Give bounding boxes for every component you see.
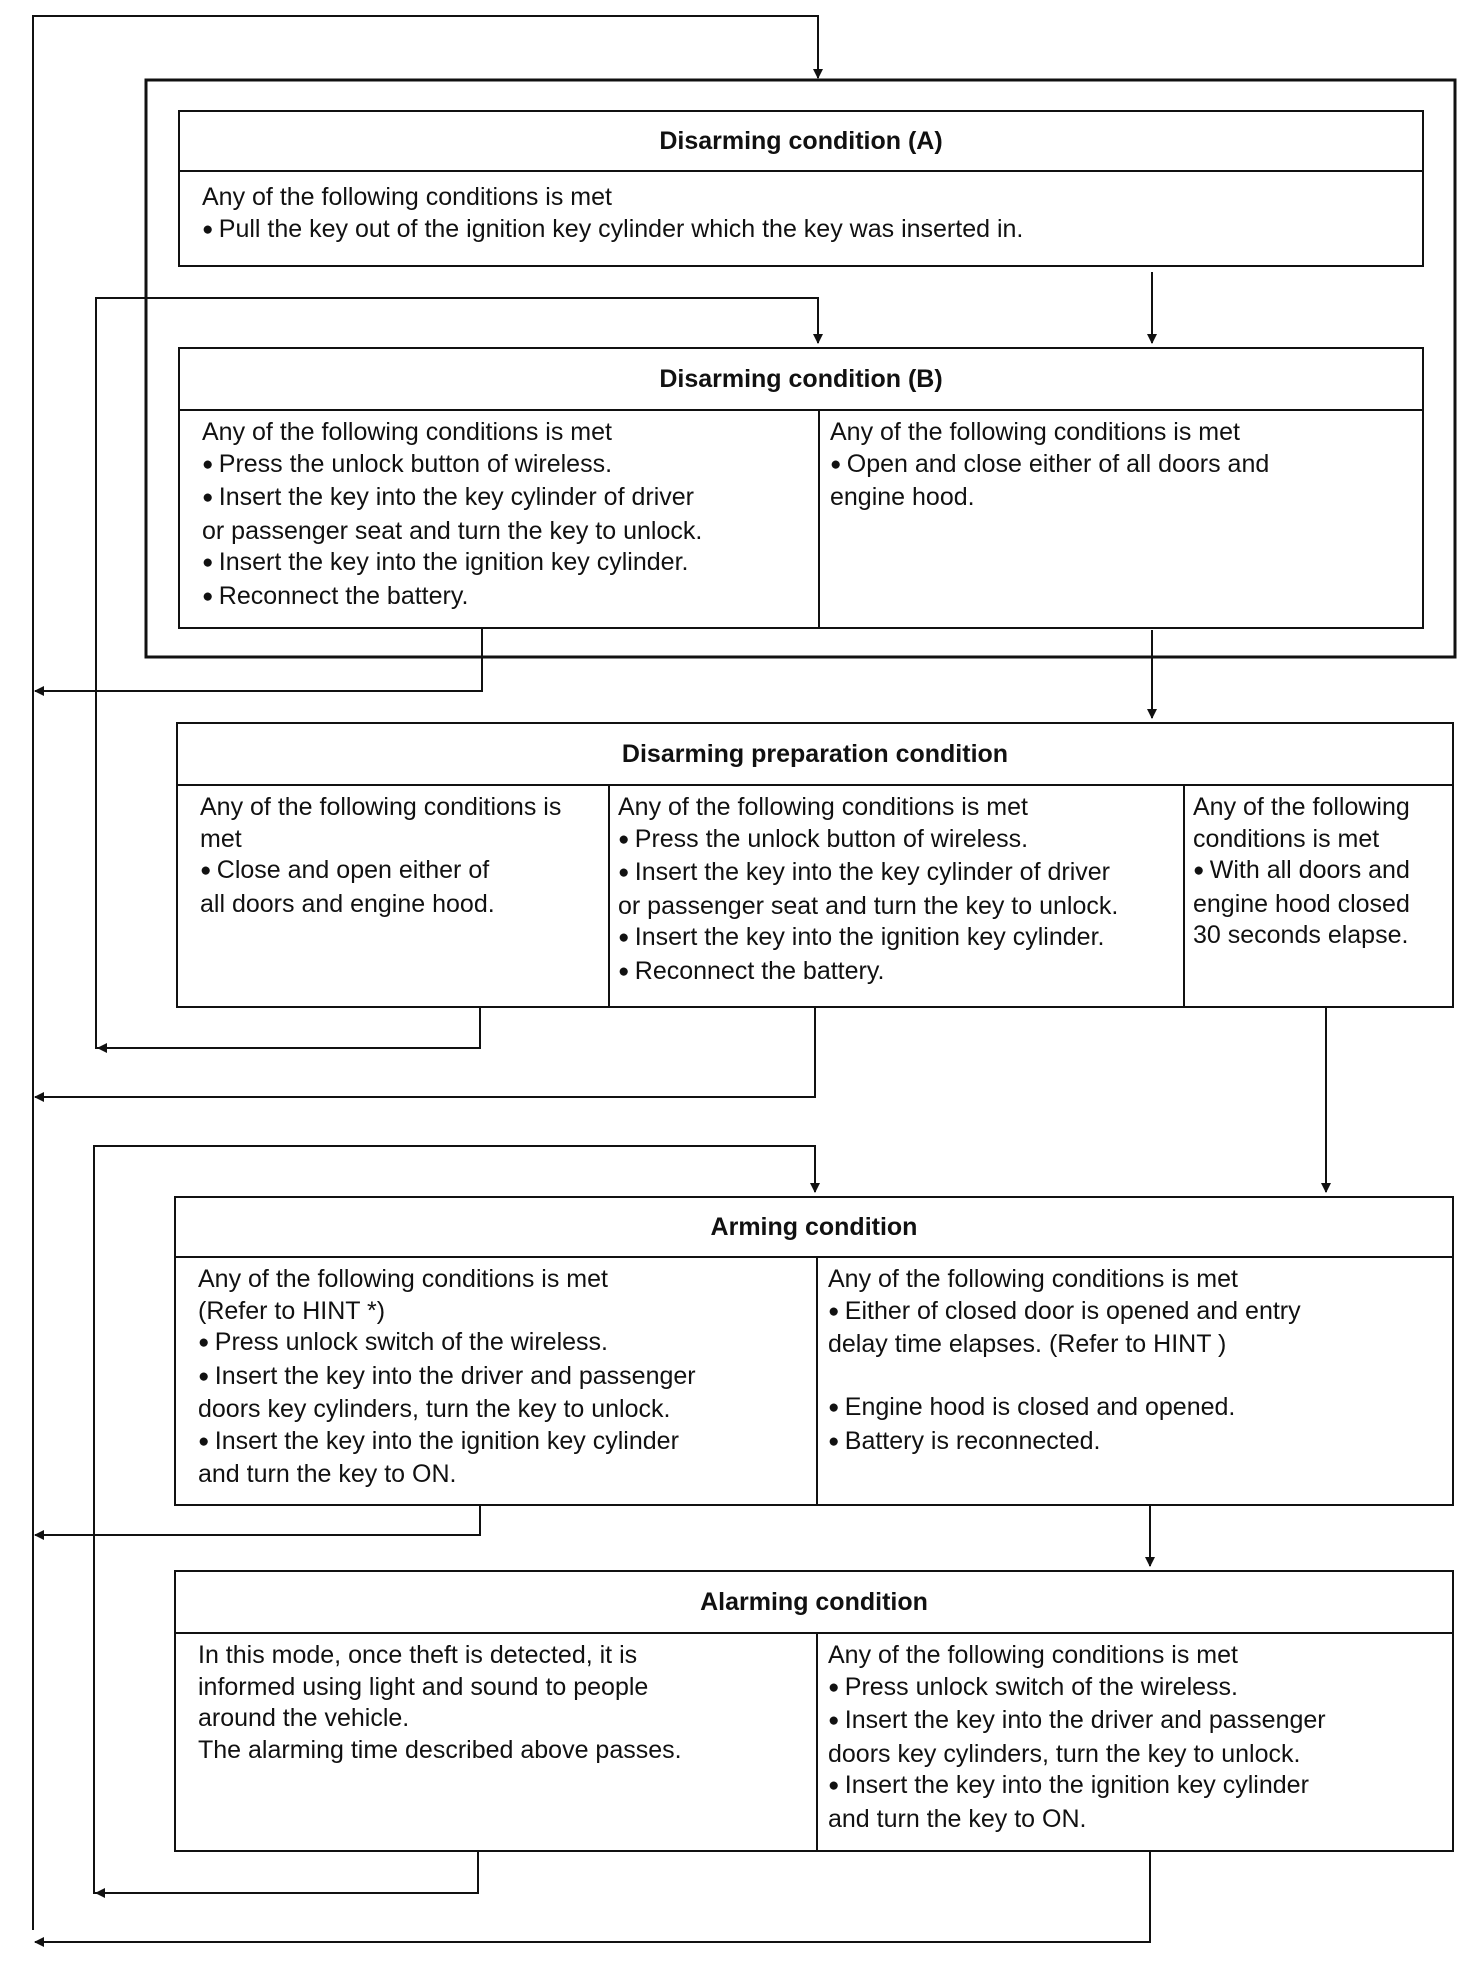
- disarming-a-title: Disarming condition (A): [180, 112, 1422, 172]
- disarming-b-title: Disarming condition (B): [180, 349, 1422, 411]
- text-line: Any of the following: [1193, 793, 1410, 821]
- text-line: or passenger seat and turn the key to un…: [202, 516, 703, 545]
- disarming-group-frame: [144, 78, 1457, 659]
- bullet-line: Insert the key into the key cylinder of …: [202, 482, 810, 516]
- disarming-a-bullet: Pull the key out of the ignition key cyl…: [202, 214, 1414, 248]
- text-line: engine hood closed: [1193, 889, 1410, 918]
- disarming-b-right: Any of the following conditions is metOp…: [818, 411, 1422, 629]
- text-line: informed using light and sound to people: [198, 1672, 649, 1701]
- text-line: conditions is met: [1193, 824, 1380, 853]
- bullet-line: Press unlock switch of the wireless.: [198, 1327, 808, 1361]
- text-line: The alarming time described above passes…: [198, 1735, 682, 1764]
- bullet-line: Insert the key into the ignition key cyl…: [618, 922, 1175, 956]
- bullet-line: Reconnect the battery.: [618, 956, 1175, 990]
- text-line: In this mode, once theft is detected, it…: [198, 1641, 638, 1669]
- text-line: Any of the following conditions is: [200, 793, 562, 821]
- bullet-line: With all doors and: [1193, 855, 1444, 889]
- text-line: (Refer to HINT *): [198, 1296, 386, 1325]
- bullet-line: Insert the key into the driver and passe…: [828, 1705, 1444, 1739]
- return-from-arming: [34, 1504, 481, 1540]
- arming-condition: Arming condition Any of the following co…: [174, 1196, 1454, 1506]
- text-line: met: [200, 824, 242, 853]
- alarming-condition: Alarming condition In this mode, once th…: [174, 1570, 1454, 1852]
- preparation-col1: Any of the following conditions is metClo…: [178, 786, 608, 1008]
- text-line: 30 seconds elapse.: [1193, 921, 1409, 949]
- arming-right: Any of the following conditions is metEi…: [816, 1258, 1452, 1506]
- text-line: and turn the key to ON.: [828, 1804, 1087, 1833]
- arming-title: Arming condition: [176, 1198, 1452, 1258]
- text-line: doors key cylinders, turn the key to unl…: [828, 1739, 1301, 1768]
- disarming-condition-a: Disarming condition (A) Any of the follo…: [178, 110, 1424, 267]
- bullet-line: Battery is reconnected.: [828, 1426, 1444, 1460]
- text-line: delay time elapses. (Refer to HINT ): [828, 1330, 1227, 1358]
- preparation-title: Disarming preparation condition: [178, 724, 1452, 786]
- bullet-line: Open and close either of all doors and: [830, 449, 1414, 483]
- text-line: [828, 1361, 1444, 1393]
- loop-alarming-to-arming: [93, 1145, 820, 1894]
- return-from-alarming: [34, 1850, 1151, 1947]
- text-line: Any of the following conditions is met: [198, 1265, 608, 1293]
- text-line: engine hood.: [830, 483, 975, 511]
- preparation-col3: Any of the following conditions is metWit…: [1183, 786, 1452, 1008]
- bullet-line: Engine hood is closed and opened.: [828, 1392, 1444, 1426]
- bullet-line: Press the unlock button of wireless.: [202, 449, 810, 483]
- loop-prep-to-b: [95, 297, 823, 1049]
- text-line: Any of the following conditions is met: [828, 1265, 1238, 1293]
- preparation-col2: Any of the following conditions is metPr…: [608, 786, 1183, 1008]
- bullet-line: Press the unlock button of wireless.: [618, 824, 1175, 858]
- return-from-b: [34, 628, 483, 696]
- return-prep-col2: [34, 1006, 816, 1102]
- alarming-right: Any of the following conditions is metPr…: [816, 1634, 1452, 1852]
- bullet-line: Insert the key into the key cylinder of …: [618, 857, 1175, 891]
- text-line: Any of the following conditions is met: [830, 418, 1240, 446]
- bullet-line: Either of closed door is opened and entr…: [828, 1296, 1444, 1330]
- disarming-condition-b: Disarming condition (B) Any of the follo…: [178, 347, 1424, 629]
- arming-left: Any of the following conditions is met (…: [176, 1258, 816, 1506]
- bullet-line: Insert the key into the ignition key cyl…: [198, 1426, 808, 1460]
- text-line: or passenger seat and turn the key to un…: [618, 891, 1119, 920]
- bullet-line: Reconnect the battery.: [202, 581, 810, 615]
- alarming-title: Alarming condition: [176, 1572, 1452, 1634]
- bullet-line: Insert the key into the ignition key cyl…: [828, 1770, 1444, 1804]
- disarming-a-body: Any of the following conditions is met P…: [180, 172, 1422, 251]
- disarming-preparation-condition: Disarming preparation condition Any of t…: [176, 722, 1454, 1008]
- text-line: Any of the following conditions is met: [202, 418, 612, 446]
- disarming-a-line: Any of the following conditions is met: [202, 183, 612, 211]
- bullet-line: Press unlock switch of the wireless.: [828, 1672, 1444, 1706]
- bullet-line: Insert the key into the driver and passe…: [198, 1361, 808, 1395]
- text-line: Any of the following conditions is met: [828, 1641, 1238, 1669]
- bullet-line: Close and open either of: [200, 855, 600, 889]
- text-line: Any of the following conditions is met: [618, 793, 1028, 821]
- text-line: doors key cylinders, turn the key to unl…: [198, 1395, 671, 1423]
- text-line: and turn the key to ON.: [198, 1460, 457, 1488]
- text-line: around the vehicle.: [198, 1704, 410, 1732]
- alarming-left: In this mode, once theft is detected, it…: [176, 1634, 816, 1852]
- text-line: all doors and engine hood.: [200, 889, 495, 918]
- bullet-line: Insert the key into the ignition key cyl…: [202, 547, 810, 581]
- loop-to-disarming-a: [32, 15, 823, 1930]
- disarming-b-left: Any of the following conditions is metPr…: [180, 411, 818, 629]
